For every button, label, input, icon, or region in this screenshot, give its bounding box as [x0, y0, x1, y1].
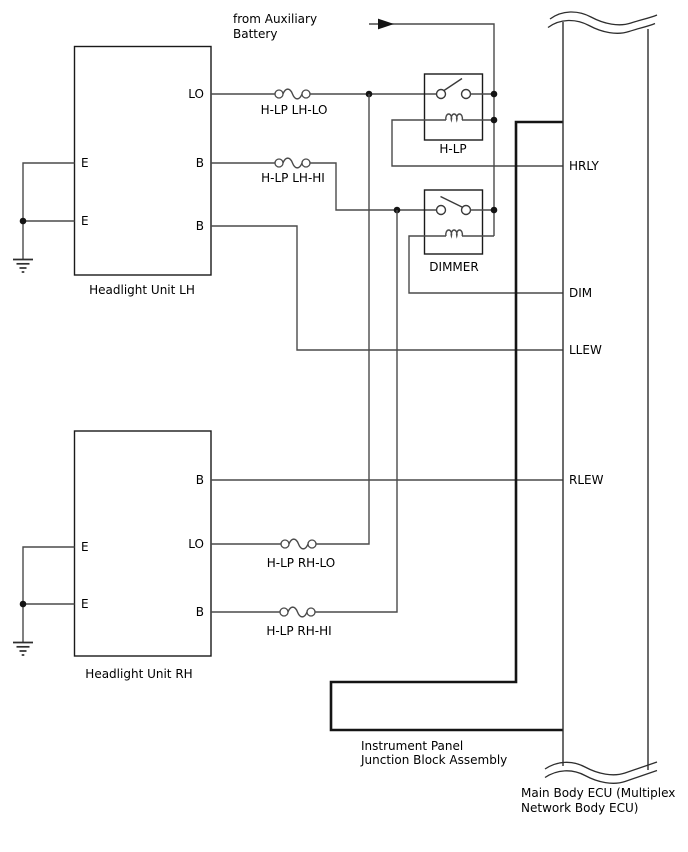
junction-block-assembly: Instrument Panel Junction Block Assembly	[329, 120, 563, 767]
circuit-rh-hi: H-LP RH-HI	[211, 210, 398, 638]
relay-dimmer-coil-icon	[445, 229, 464, 237]
fuse-label-lh-hi: H-LP LH-HI	[261, 171, 325, 185]
auxiliary-battery-feed: from Auxiliary Battery	[233, 12, 495, 236]
headlight-unit-lh: LO B B E E Headlight Unit LH	[73, 45, 212, 297]
junction-dot	[19, 217, 27, 225]
wire-rh-e-upper	[22, 546, 75, 642]
relay-dimmer: DIMMER	[423, 189, 498, 274]
relay-hlp-coil-icon	[445, 113, 464, 121]
junction-dot	[490, 116, 498, 124]
terminal-label-lh-b-hi: B	[196, 156, 204, 170]
fuse-label-rh-lo: H-LP RH-LO	[267, 556, 335, 570]
ground-icon	[13, 258, 33, 273]
ground-circuit-rh	[13, 546, 75, 656]
relay-hlp-box	[423, 73, 484, 141]
fuse-rh-lo-icon	[280, 538, 317, 550]
fuse-label-rh-hi: H-LP RH-HI	[266, 624, 331, 638]
wire-hrly	[391, 119, 563, 167]
wire-lh-hi-to-dimmer	[310, 162, 437, 211]
junction-block-label-line1: Instrument Panel	[361, 739, 463, 753]
terminal-label-rh-b-rlew: B	[196, 473, 204, 487]
source-note-line2: Battery	[233, 27, 277, 41]
wire-dim	[408, 235, 563, 294]
fuse-rh-hi-icon	[279, 606, 316, 618]
relay-contact-icon	[435, 204, 447, 216]
wire-llew	[211, 225, 563, 351]
ground-circuit-lh	[13, 162, 75, 273]
ecu-pin-rlew: RLEW	[569, 473, 604, 487]
terminal-label-lh-lo: LO	[188, 87, 204, 101]
junction-block-outline	[329, 120, 563, 732]
relay-hlp: H-LP	[423, 73, 498, 156]
main-body-ecu: HRLY DIM LLEW RLEW Main Body ECU (Multip…	[521, 11, 675, 815]
relay-contact-icon	[460, 204, 472, 216]
wire-lh-e-upper	[22, 162, 75, 259]
relay-dimmer-label: DIMMER	[429, 260, 478, 274]
relay-hlp-label: H-LP	[439, 142, 466, 156]
relay-dimmer-switch-blade	[440, 195, 464, 209]
main-body-ecu-label-line2: Network Body ECU)	[521, 801, 638, 815]
ecu-pin-dim: DIM	[569, 286, 592, 300]
source-note-line1: from Auxiliary	[233, 12, 317, 26]
wire-rh-hi-riser	[315, 210, 398, 613]
wire-battery-feed	[369, 23, 495, 236]
fuse-lh-lo-icon	[274, 88, 311, 100]
main-body-ecu-label-line1: Main Body ECU (Multiplex	[521, 786, 675, 800]
terminal-label-lh-b-low: B	[196, 219, 204, 233]
fuse-lh-hi-icon	[274, 157, 311, 169]
wire-rh-lo-riser	[316, 94, 370, 545]
arrow-right-icon	[378, 18, 394, 30]
circuit-lh-hi: H-LP LH-HI	[211, 157, 437, 214]
terminal-label-rh-b-hi: B	[196, 605, 204, 619]
headlight-unit-rh-label: Headlight Unit RH	[85, 667, 192, 681]
headlight-unit-rh: B LO B E E Headlight Unit RH	[73, 430, 212, 681]
terminal-label-lh-e-lower: E	[81, 214, 89, 228]
break-line-bottom-icon	[544, 761, 658, 784]
fuse-label-lh-lo: H-LP LH-LO	[261, 103, 328, 117]
relay-contact-icon	[435, 88, 447, 100]
circuit-lh-lo: H-LP LH-LO	[211, 88, 437, 117]
ecu-pin-hrly: HRLY	[569, 159, 599, 173]
junction-dot	[490, 206, 498, 214]
break-line-top-icon	[547, 11, 658, 34]
relay-contact-icon	[460, 88, 472, 100]
ground-icon	[13, 641, 33, 656]
junction-dot	[490, 90, 498, 98]
terminal-label-rh-lo: LO	[188, 537, 204, 551]
junction-block-label-line2: Junction Block Assembly	[360, 753, 507, 767]
ecu-pin-llew: LLEW	[569, 343, 602, 357]
terminal-label-lh-e-upper: E	[81, 156, 89, 170]
relay-dimmer-box	[423, 189, 484, 255]
terminal-label-rh-e-lower: E	[81, 597, 89, 611]
terminal-label-rh-e-upper: E	[81, 540, 89, 554]
junction-dot	[19, 600, 27, 608]
headlight-unit-lh-label: Headlight Unit LH	[89, 283, 195, 297]
circuit-rh-lo: H-LP RH-LO	[211, 94, 370, 570]
headlight-unit-lh-box	[73, 45, 212, 276]
relay-hlp-switch-blade	[443, 77, 463, 92]
